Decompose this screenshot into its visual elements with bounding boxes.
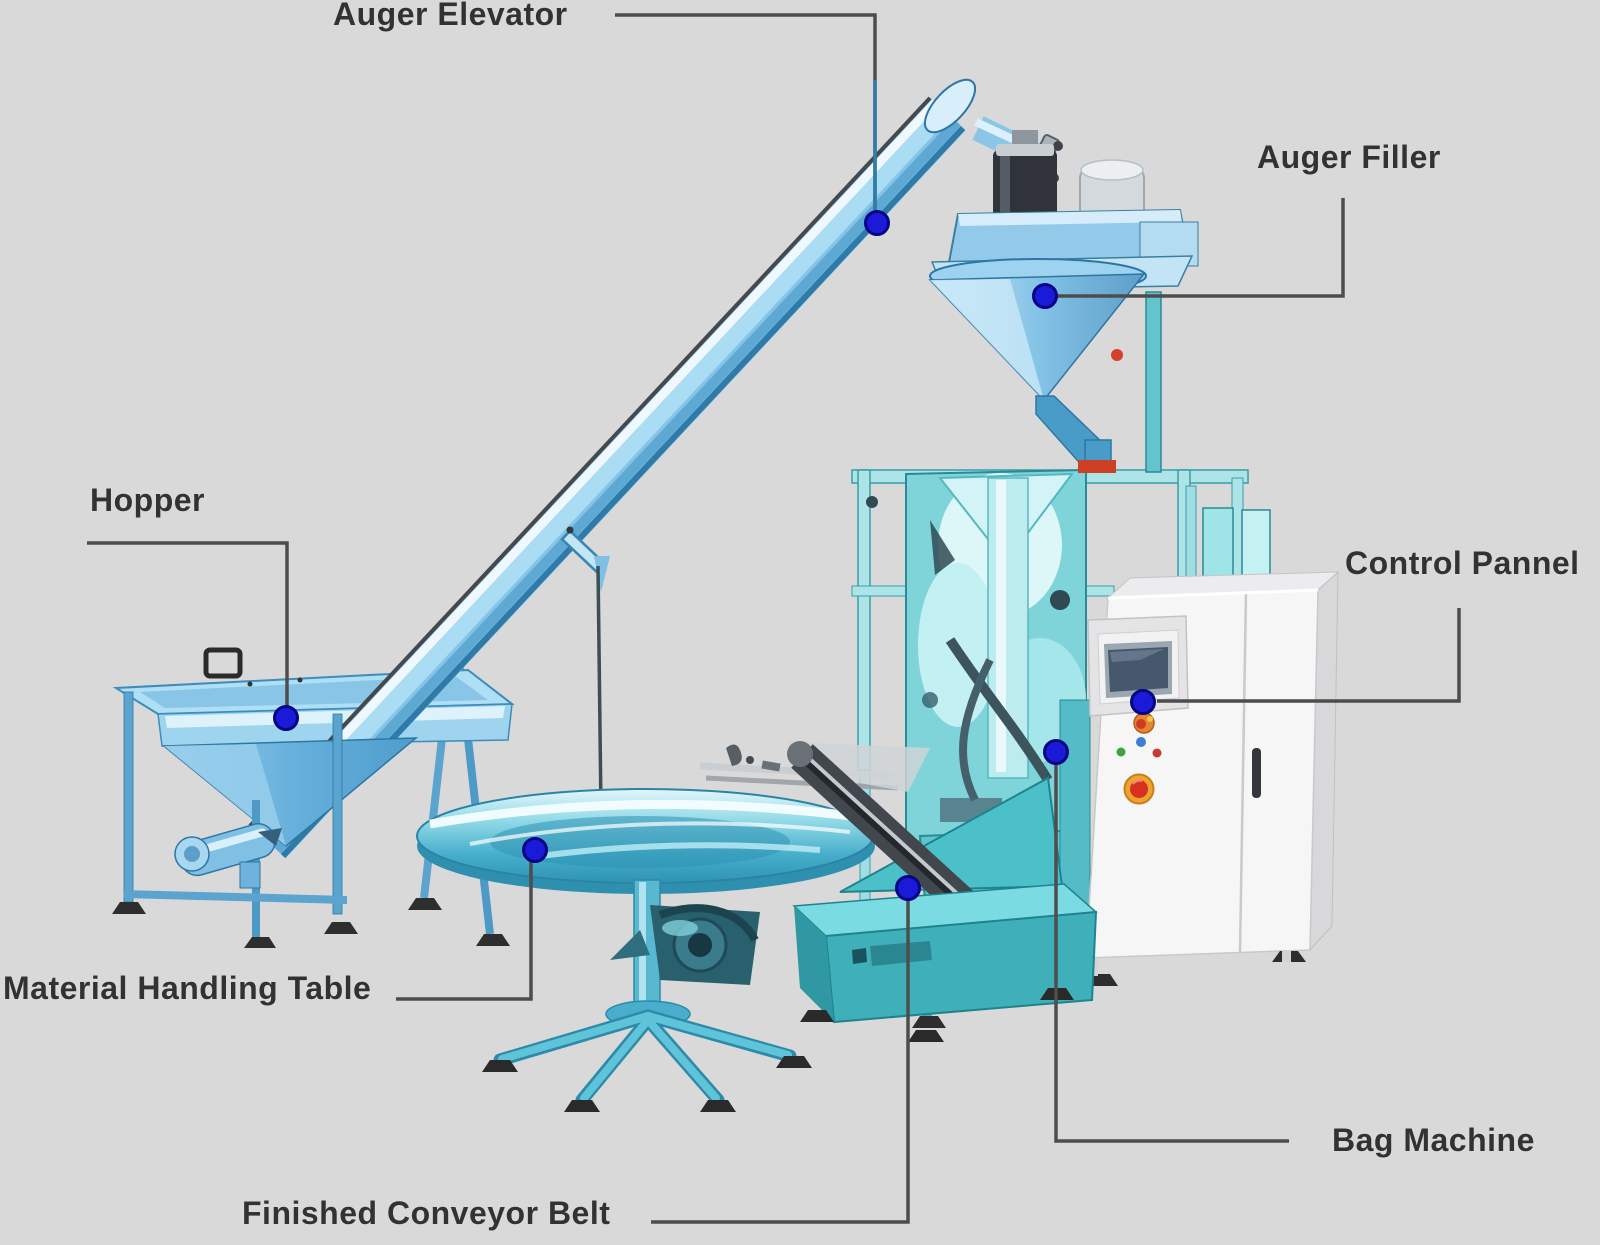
markers	[273, 210, 1156, 901]
marker-bag-machine	[1043, 739, 1069, 765]
marker-finished-conveyor-belt	[895, 875, 921, 901]
leader-bag-machine	[1054, 763, 1289, 1143]
label-material-handling-table: Material Handling Table	[3, 970, 372, 1006]
cable	[596, 565, 603, 811]
stop-indicator	[1152, 748, 1162, 758]
leader-lines	[87, 13, 1461, 1224]
cabinet-door-handle	[1252, 748, 1261, 798]
auger-filler-illustration	[928, 130, 1199, 473]
cable-drip	[594, 556, 610, 592]
cabinet-buttons	[1116, 712, 1162, 805]
label-auger-filler: Auger Filler	[1257, 139, 1441, 175]
finished-conveyor-illustration	[787, 741, 1098, 1042]
blue-indicator	[1136, 737, 1146, 747]
control-cabinet-illustration	[1084, 570, 1340, 986]
auger-elevator-tube	[248, 78, 1063, 859]
hopper-lid-handle	[203, 647, 243, 679]
leader-hopper	[87, 541, 289, 707]
leader-material-handling-table	[396, 862, 533, 1001]
marker-control-panel	[1130, 689, 1156, 715]
marker-material-handling-table	[522, 837, 548, 863]
hopper-illustration	[112, 691, 419, 948]
marker-hopper	[273, 705, 299, 731]
marker-auger-filler	[1032, 283, 1058, 309]
marker-auger-elevator	[864, 210, 890, 236]
label-control-panel: Control Pannel	[1345, 545, 1580, 581]
label-auger-elevator: Auger Elevator	[333, 0, 568, 32]
leader-control-panel	[1157, 608, 1461, 703]
hmi-screen	[1087, 615, 1189, 717]
leader-auger-elevator	[615, 13, 877, 214]
tube-clamp	[1078, 460, 1116, 473]
label-hopper: Hopper	[90, 482, 205, 518]
leader-finished-conveyor-belt	[651, 899, 910, 1224]
leader-auger-filler	[1058, 198, 1345, 298]
start-indicator	[1116, 747, 1126, 757]
label-finished-conveyor-belt: Finished Conveyor Belt	[242, 1195, 611, 1231]
label-bag-machine: Bag Machine	[1332, 1122, 1535, 1158]
